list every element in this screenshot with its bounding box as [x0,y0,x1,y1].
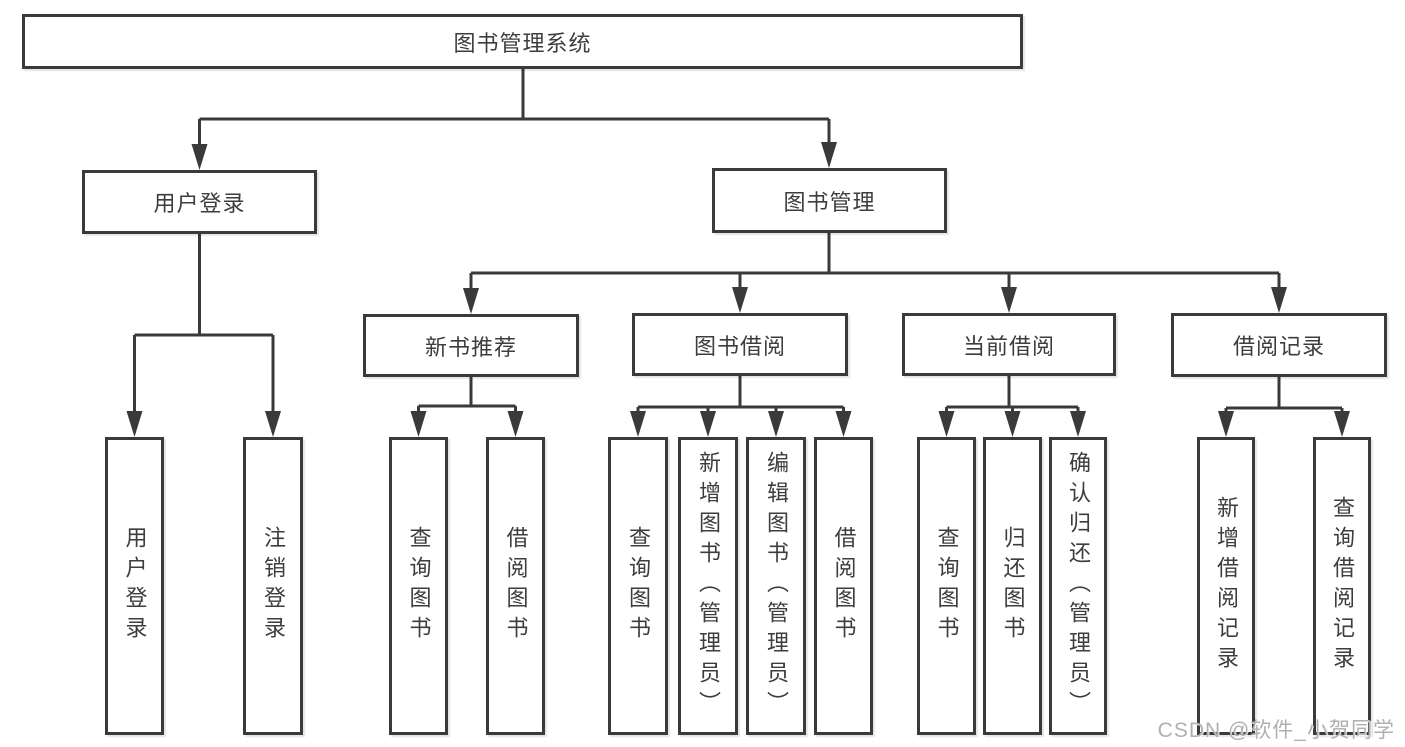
arrowhead-icons [126,142,1350,437]
node-new-book-recommend-label: 新书推荐 [424,334,517,360]
leaf-add-borrow-record: 新增借阅记录 [1197,437,1255,735]
leaf-edit-books-admin-label: 编辑图书（管理员） [764,451,789,721]
leaf-user-login: 用户登录 [105,437,164,735]
leaf-return-books: 归还图书 [983,437,1042,735]
leaf-logout: 注销登录 [243,437,303,735]
leaf-add-borrow-record-label: 新增借阅记录 [1214,496,1239,676]
leaf-query-books-current-label: 查询图书 [934,526,960,646]
leaf-query-books-current: 查询图书 [917,437,976,735]
leaf-confirm-return-admin: 确认归还（管理员） [1049,437,1107,735]
leaf-query-books-recommend-label: 查询图书 [406,526,432,646]
node-library-system: 图书管理系统 [22,14,1023,69]
node-book-borrowing: 图书借阅 [632,313,848,376]
node-borrowing-records: 借阅记录 [1171,313,1387,377]
leaf-query-borrow-record: 查询借阅记录 [1313,437,1371,735]
node-book-management: 图书管理 [712,168,947,233]
leaf-add-books-admin-label: 新增图书（管理员） [696,451,721,721]
leaf-borrow-books: 借阅图书 [814,437,873,735]
leaf-query-books-borrowing: 查询图书 [608,437,668,735]
leaf-query-books-borrowing-label: 查询图书 [626,526,651,646]
node-user-login: 用户登录 [82,170,317,234]
node-book-management-label: 图书管理 [783,189,876,215]
node-new-book-recommend: 新书推荐 [363,314,579,377]
leaf-logout-label: 注销登录 [261,526,286,646]
node-user-login-label: 用户登录 [153,191,246,216]
csdn-watermark: CSDN @软件_小贺同学 [1157,719,1395,742]
node-library-system-label: 图书管理系统 [453,30,592,56]
leaf-query-borrow-record-label: 查询借阅记录 [1330,496,1355,676]
leaf-query-books-recommend: 查询图书 [389,437,448,735]
node-book-borrowing-label: 图书借阅 [693,333,786,359]
node-borrowing-records-label: 借阅记录 [1232,334,1325,359]
leaf-borrow-books-recommend-label: 借阅图书 [503,526,529,646]
leaf-return-books-label: 归还图书 [1000,526,1026,646]
leaf-add-books-admin: 新增图书（管理员） [678,437,738,735]
leaf-user-login-label: 用户登录 [122,526,148,646]
leaf-confirm-return-admin-label: 确认归还（管理员） [1066,451,1091,721]
leaf-borrow-books-recommend: 借阅图书 [486,437,545,735]
node-current-borrowing: 当前借阅 [902,313,1116,376]
node-current-borrowing-label: 当前借阅 [962,333,1055,359]
leaf-edit-books-admin: 编辑图书（管理员） [746,437,806,735]
leaf-borrow-books-label: 借阅图书 [831,526,857,646]
